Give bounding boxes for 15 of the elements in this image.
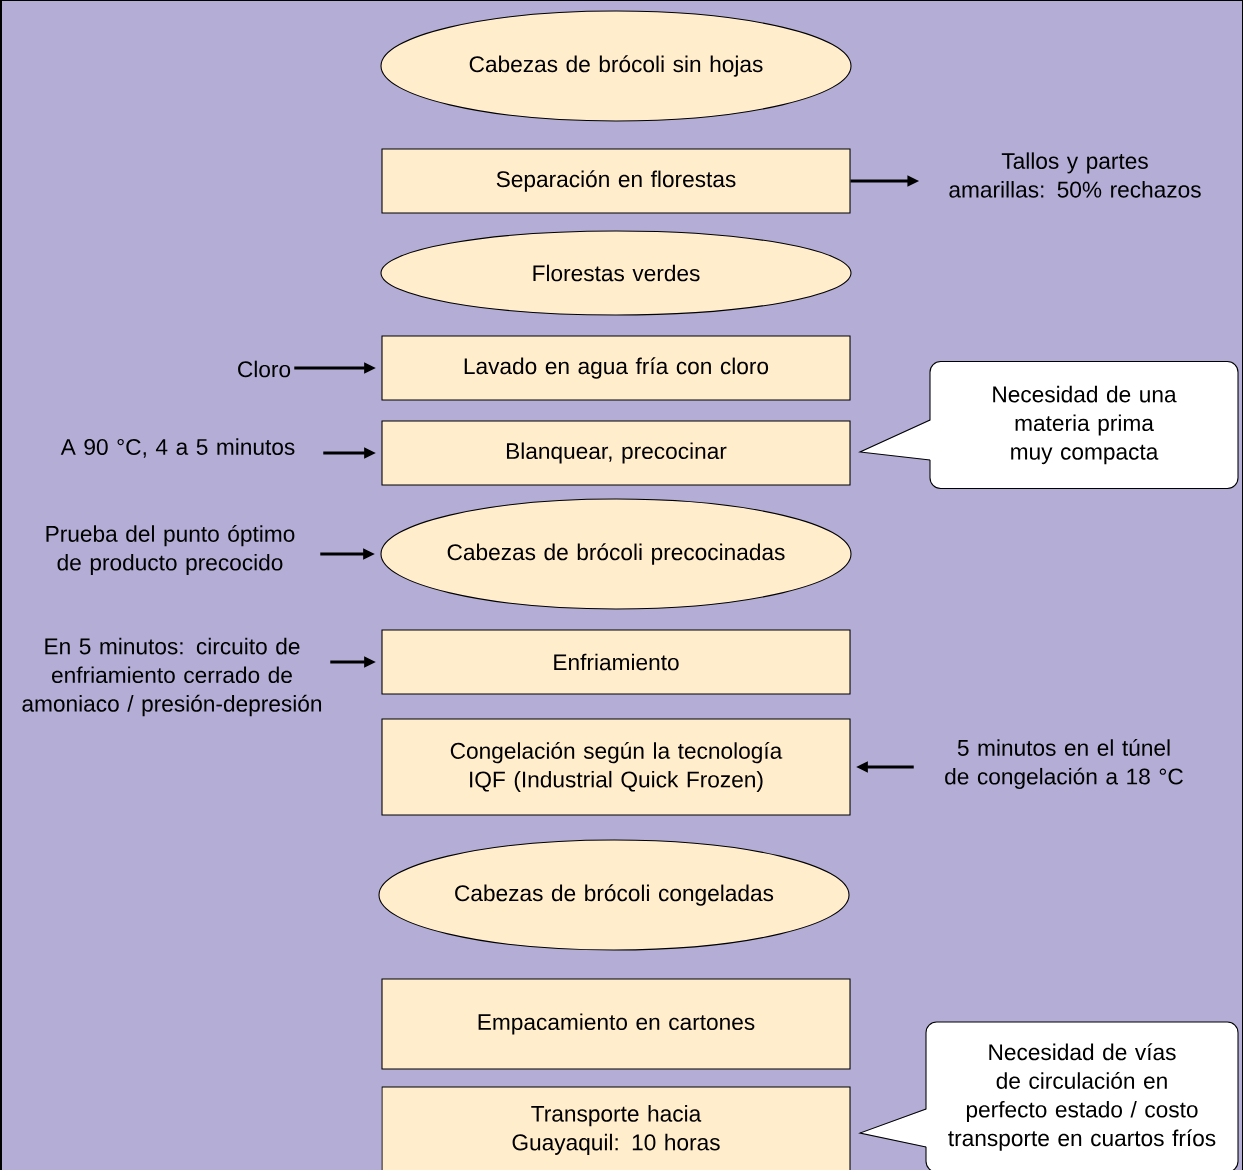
side-note: 5 minutos en el túnel de congelación a 18 °C — [945, 738, 1183, 790]
process-box: Enfriamiento — [381, 629, 851, 695]
process-box: Congelación según la tecnología IQF (Industrial Quick Frozen) — [381, 718, 851, 816]
process-box: Lavado en agua fría con cloro — [381, 335, 851, 401]
speech-bubble: Necesidad de una materia prima muy compacta — [858, 361, 1239, 489]
speech-bubble: Necesidad de vías de circulación en perfecto estado / costo transporte en cuartos fríos — [858, 1021, 1239, 1170]
side-note: Prueba del punto óptimo de producto precocido — [46, 524, 295, 576]
side-note: A 90 °C, 4 a 5 minutos — [60, 438, 295, 458]
side-note: En 5 minutos: circuito de enfriamiento cerrado de amoniaco / presión-depresión — [22, 637, 321, 717]
process-box: Separación en florestas — [381, 148, 851, 214]
process-box: Empacamiento en cartones — [381, 978, 851, 1070]
process-box: Transporte hacia Guayaquil: 10 horas — [381, 1086, 851, 1170]
side-note: Cloro — [238, 360, 291, 378]
process-box: Blanquear, precocinar — [381, 420, 851, 486]
side-note: Tallos y partes amarillas: 50% rechazos — [949, 152, 1201, 198]
